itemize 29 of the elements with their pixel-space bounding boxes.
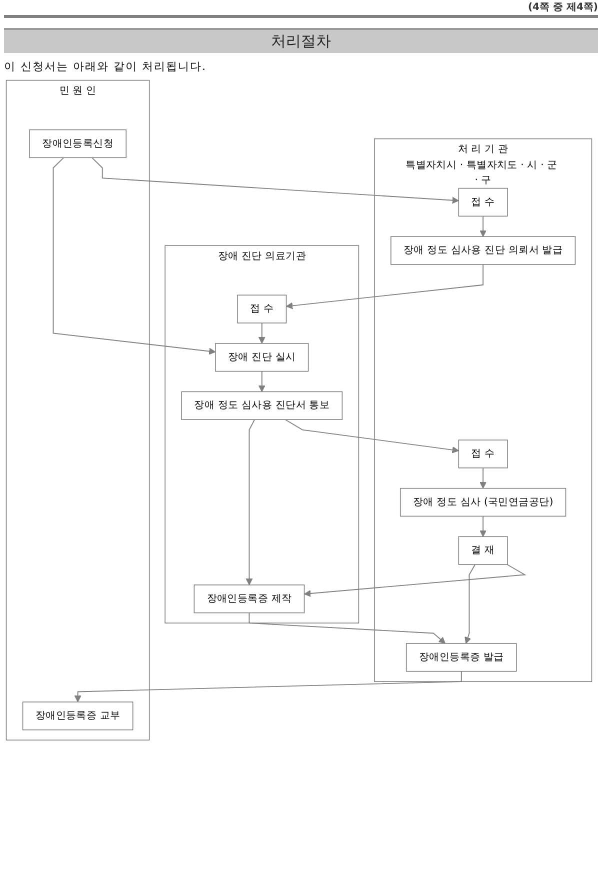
arrow: [92, 157, 459, 204]
arrow: [258, 322, 266, 344]
node-box: 접 수: [458, 188, 508, 217]
node-box: 접 수: [237, 294, 287, 324]
arrow: [464, 564, 476, 644]
node-box: 장애인등록증 발급: [406, 643, 517, 672]
node-box: 결 재: [458, 536, 508, 565]
node-box: 장애 정도 심사 (국민연금공단): [400, 488, 566, 517]
arrow: [286, 264, 484, 310]
note-text: 이 신청서는 아래와 같이 처리됩니다.: [4, 59, 206, 74]
arrow: [52, 157, 216, 355]
node-box: 장애 진단 실시: [215, 343, 309, 372]
arrow: [74, 670, 462, 702]
section-title: 처리절차: [4, 28, 598, 53]
node-box: 장애 정도 심사용 진단 의뢰서 발급: [390, 236, 576, 265]
node-box: 장애인등록증 교부: [22, 702, 134, 730]
page-number: (4쪽 중 제4쪽): [528, 1, 598, 14]
arrow: [258, 370, 266, 392]
arrow: [248, 612, 446, 644]
node-box: 접 수: [458, 440, 508, 468]
node-box: 장애 정도 심사용 진단서 통보: [181, 391, 343, 420]
node-box: 장애인등록신청: [29, 129, 127, 158]
node-box: 장애인등록증 제작: [194, 584, 305, 614]
arrow: [480, 516, 487, 537]
arrow: [284, 419, 459, 454]
arrow: [480, 467, 487, 489]
arrow: [304, 564, 526, 597]
arrow: [480, 216, 487, 237]
arrow: [246, 419, 256, 586]
